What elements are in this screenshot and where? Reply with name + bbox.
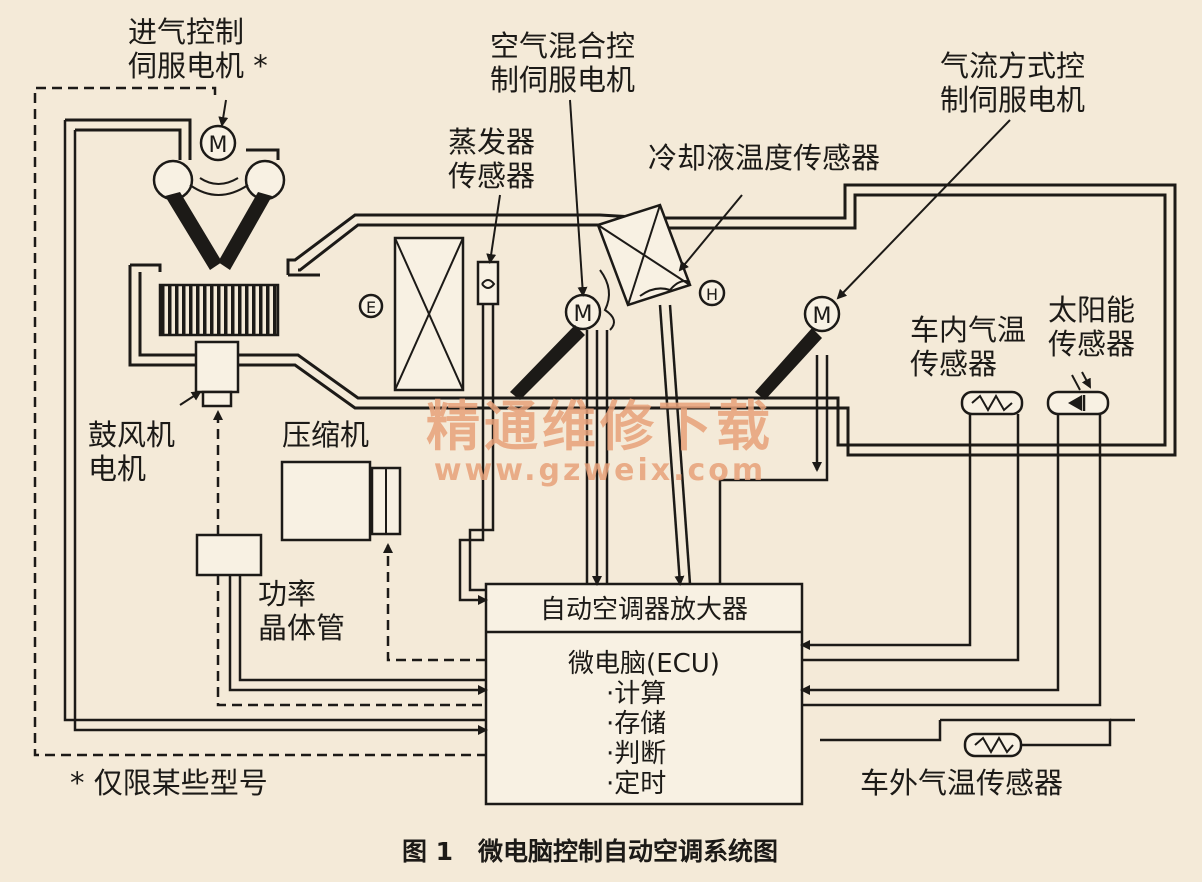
power-transistor — [195, 533, 263, 577]
coolant-sensor-label: 冷却液温度传感器 — [648, 141, 880, 175]
heater-symbol: H — [706, 285, 718, 304]
svg-text:M: M — [813, 304, 832, 329]
svg-text:M: M — [574, 302, 593, 327]
ecu-function-2: ·存储 — [606, 709, 666, 739]
solar-sensor-label-1: 太阳能 — [1048, 293, 1135, 327]
intake-motor-label-2: 伺服电机 * — [128, 49, 268, 83]
transistor-label-2: 晶体管 — [258, 611, 345, 645]
evaporator: E — [358, 236, 500, 392]
figure-caption: 图 1 微电脑控制自动空调系统图 — [402, 837, 778, 866]
cabin-temp-sensor — [960, 390, 1024, 416]
watermark-line-1: 精通维修下载 — [426, 395, 774, 458]
watermark-line-2: www.gzweix.com — [434, 453, 766, 488]
evap-sensor-label-2: 传感器 — [448, 159, 535, 193]
intake-door-assembly: M — [65, 118, 286, 270]
signal-lines — [33, 86, 1135, 757]
outside-temp-sensor — [820, 718, 1112, 758]
compressor-label: 压缩机 — [282, 418, 369, 452]
air-duct — [128, 183, 1177, 457]
heater-core: H — [596, 203, 726, 307]
ecu-function-1: ·计算 — [606, 679, 666, 709]
solar-sensor-label-2: 传感器 — [1048, 327, 1135, 361]
airmix-motor-label-1: 空气混合控 — [490, 29, 635, 63]
outside-sensor-label: 车外气温传感器 — [860, 766, 1063, 800]
evap-sensor-label-1: 蒸发器 — [448, 125, 535, 159]
ecu-box — [484, 582, 804, 806]
airmix-servo: M — [510, 269, 615, 400]
blower-motor-label-1: 鼓风机 — [88, 418, 175, 452]
ecu-function-4: ·定时 — [606, 769, 666, 799]
footnote: * 仅限某些型号 — [70, 766, 268, 800]
blower-fan — [158, 283, 280, 408]
cabin-sensor-label-1: 车内气温 — [910, 313, 1026, 347]
ecu-function-3: ·判断 — [606, 739, 666, 769]
ecu-title: 微电脑(ECU) — [568, 649, 720, 679]
airflow-servo: M — [755, 295, 841, 400]
airflow-motor-label-1: 气流方式控 — [940, 49, 1085, 83]
solar-sensor — [1046, 371, 1110, 416]
blower-motor-label-2: 电机 — [88, 452, 146, 486]
ecu-header: 自动空调器放大器 — [540, 595, 748, 625]
compressor — [280, 460, 402, 542]
airflow-motor-label-2: 制伺服电机 — [940, 83, 1085, 117]
intake-motor-label-1: 进气控制 — [128, 15, 244, 49]
motor-symbol: M — [209, 133, 228, 158]
cabin-sensor-label-2: 传感器 — [910, 347, 997, 381]
transistor-label-1: 功率 — [258, 577, 316, 611]
evap-symbol: E — [366, 298, 376, 317]
airmix-motor-label-2: 制伺服电机 — [490, 63, 635, 97]
